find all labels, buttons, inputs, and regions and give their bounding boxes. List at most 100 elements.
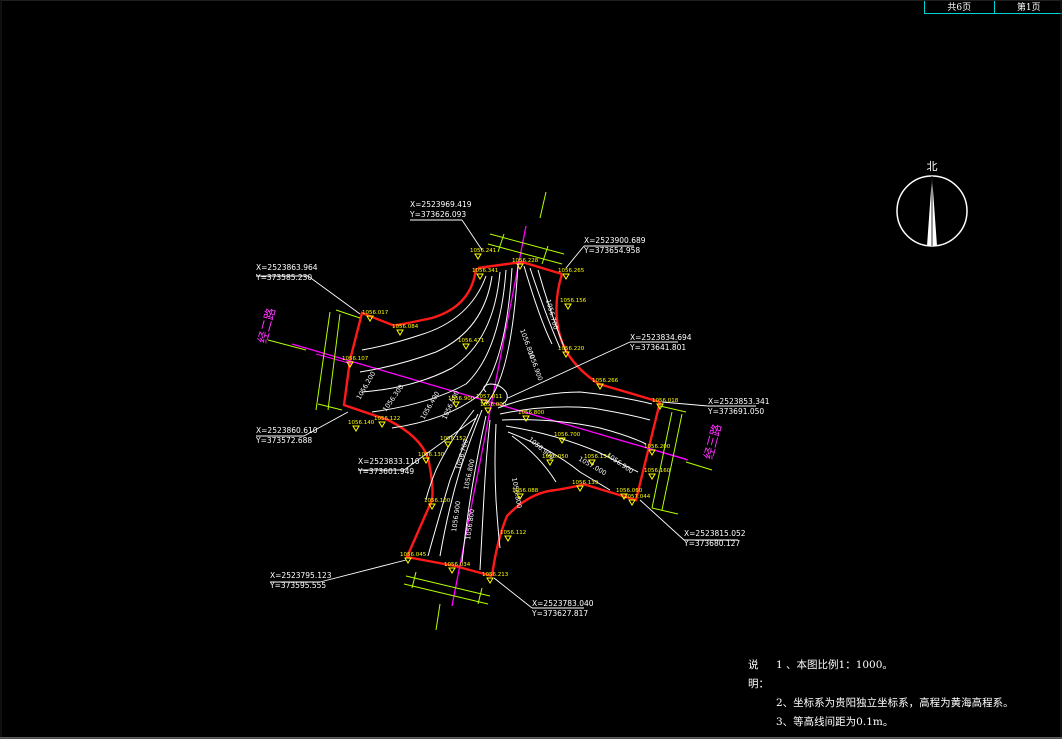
current-page: 第1页 <box>993 0 1062 13</box>
road-name-right: 经三路 <box>700 422 724 461</box>
elevation-label: 1056.213 <box>482 572 509 578</box>
coord-left-low-x: X=2523860.610 <box>256 426 318 435</box>
coord-top-right-x: X=2523900.689 <box>584 236 646 245</box>
elevation-marker-icon <box>562 273 570 280</box>
elevation-marker-icon <box>476 273 484 280</box>
elevation-label: 1056.107 <box>342 356 369 362</box>
coord-center-low-x: X=2523833.110 <box>358 457 420 466</box>
elevation-label: 1057.044 <box>624 494 651 500</box>
elevation-marker-icon <box>596 383 604 390</box>
elevation-marker-icon <box>422 457 430 464</box>
elevation-marker-icon <box>486 577 494 584</box>
coord-right-y: Y=373691.050 <box>707 407 764 416</box>
elevation-marker-icon <box>444 441 452 448</box>
elevation-marker-icon <box>484 407 492 414</box>
elevation-label: 1056.100 <box>424 498 451 504</box>
elevation-marker-icon <box>628 499 636 506</box>
elevation-marker-icon <box>576 485 584 492</box>
road-names: 经二路 经三路 <box>254 306 724 461</box>
elevation-marker-icon <box>462 343 470 350</box>
elevation-marker-icon <box>346 361 354 368</box>
road-centerlines <box>291 225 689 607</box>
elevation-marker-icon <box>648 449 656 456</box>
elevation-label: 1056.130 <box>418 452 445 458</box>
elevation-label: 1056.160 <box>644 468 671 474</box>
coord-top-left-x: X=2523969.419 <box>410 200 472 209</box>
note-line-1: 1 、本图比例1：1000。 <box>776 659 893 671</box>
coord-upper-left-y: Y=373585.230 <box>255 273 312 282</box>
elevation-marker-icon <box>620 493 628 500</box>
north-arrow: 北 <box>896 160 968 247</box>
title-block: 共6页 第1页 <box>924 0 1062 14</box>
elevation-marker-icon <box>504 535 512 542</box>
svg-text:1056.200: 1056.200 <box>355 370 377 401</box>
elevation-marker-icon <box>474 253 482 260</box>
coord-center-low-y: Y=373601.949 <box>357 467 414 476</box>
elevation-label: 1056.060 <box>616 488 643 494</box>
elevation-label: 1056.228 <box>512 258 539 264</box>
elevation-marker-icon <box>546 459 554 466</box>
note-line-3: 3、等高线间距为0.1m。 <box>776 716 894 728</box>
elevation-label: 1056.471 <box>458 338 484 344</box>
coord-left-low-y: Y=373572.688 <box>255 436 312 445</box>
coord-right-low-x: X=2523815.052 <box>684 529 746 538</box>
coord-top-left-y: Y=373626.093 <box>409 210 466 219</box>
elevation-marker-icon <box>352 425 360 432</box>
elevation-label: 1056.134 <box>584 454 611 460</box>
contour-lines <box>359 263 653 571</box>
coord-bottom-left-y: Y=373595.555 <box>269 581 326 590</box>
elevation-marker-icon <box>522 415 530 422</box>
coord-right-x: X=2523853.341 <box>708 397 770 406</box>
elevation-marker-icon <box>562 351 570 358</box>
svg-text:1056.900: 1056.900 <box>526 350 544 382</box>
elevation-label: 1056.017 <box>362 310 389 316</box>
elevation-marker-icon <box>428 503 436 510</box>
elevation-label: 1056.700 <box>554 432 581 438</box>
elevation-label: 1056.045 <box>400 552 427 558</box>
coord-right-low-y: Y=373680.127 <box>683 539 740 548</box>
elevation-label: 1056.341 <box>472 268 498 274</box>
coord-upper-left-x: X=2523863.964 <box>256 263 318 272</box>
elevation-label: 1057.011 <box>476 394 502 400</box>
coord-right-mid-upper-x: X=2523834.694 <box>630 333 692 342</box>
elevation-marker-icon <box>516 263 524 270</box>
elevation-label: 1056.220 <box>558 346 585 352</box>
elevation-label: 1056.050 <box>542 454 569 460</box>
elevation-marker-icon <box>404 557 412 564</box>
north-label: 北 <box>927 160 938 173</box>
elevation-marker-icon <box>480 399 488 406</box>
drawing-notes: 说明： 1 、本图比例1：1000。 2、坐标系为贵阳独立坐标系，高程为黄海高程系… <box>748 656 1014 732</box>
elevation-marker-icon <box>366 315 374 322</box>
elevation-marker-icon <box>448 567 456 574</box>
elevation-label: 1056.084 <box>392 324 419 330</box>
elevation-label: 1056.018 <box>652 398 679 404</box>
note-line-2: 2、坐标系为贵阳独立坐标系，高程为黄海高程系。 <box>776 697 1014 709</box>
elevation-label: 1056.266 <box>592 378 619 384</box>
coord-bottom-right-x: X=2523783.040 <box>532 599 594 608</box>
elevation-marker-icon <box>588 459 596 466</box>
elevation-marker-icon <box>516 493 524 500</box>
elevation-marker-icon <box>452 401 460 408</box>
elevation-label: 1056.112 <box>500 530 526 536</box>
elevation-label: 1056.200 <box>644 444 671 450</box>
coordinate-labels: X=2523969.419 Y=373626.093 X=2523900.689… <box>255 200 770 618</box>
notes-prefix: 说明： <box>748 659 769 690</box>
coord-right-mid-upper-y: Y=373641.801 <box>629 343 686 352</box>
elevation-marker-icon <box>558 437 566 444</box>
road-name-left: 经二路 <box>254 306 278 345</box>
elevation-label: 1056.900 <box>448 396 475 402</box>
elevation-label: 1056.152 <box>440 436 466 442</box>
elevation-points: 1056.2411056.2281056.2651056.3411056.156… <box>342 248 679 584</box>
elevation-marker-icon <box>396 329 404 336</box>
elevation-label: 1056.000 <box>480 402 507 408</box>
total-pages: 共6页 <box>947 3 972 13</box>
leader-lines <box>256 219 756 609</box>
elevation-marker-icon <box>378 421 386 428</box>
elevation-label: 1056.265 <box>558 268 585 274</box>
elevation-label: 1056.800 <box>518 410 545 416</box>
svg-text:1056.800: 1056.800 <box>464 508 476 540</box>
coord-bottom-right-y: Y=373627.817 <box>531 609 588 618</box>
svg-text:1056.400: 1056.400 <box>419 390 441 421</box>
